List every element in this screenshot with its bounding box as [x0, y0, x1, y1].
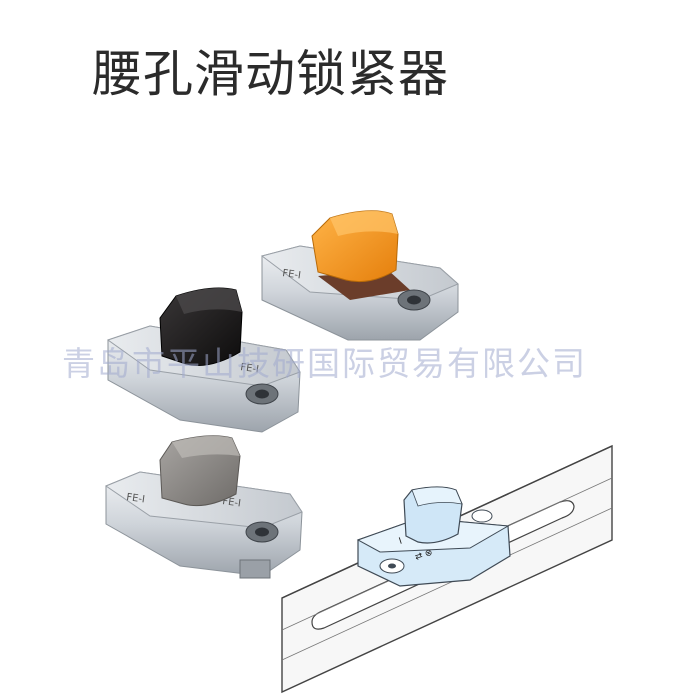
page-title: 腰孔滑动锁紧器	[92, 45, 449, 103]
slotted-rail-diagram: I ⇄ ⊗	[281, 444, 613, 694]
orange-handle-lock: FE-I	[260, 210, 459, 341]
svg-text:FE-I: FE-I	[282, 268, 302, 281]
svg-text:FE-I: FE-I	[126, 492, 146, 505]
black-handle-lock: FE-I	[106, 287, 301, 433]
gray-handle-lock: FE-I FE-I	[104, 435, 303, 579]
company-watermark: 青岛市平山技研国际贸易有限公司	[62, 344, 587, 383]
svg-text:I: I	[398, 537, 404, 547]
svg-text:FE-I: FE-I	[240, 362, 260, 375]
svg-text:FE-I: FE-I	[222, 496, 242, 509]
